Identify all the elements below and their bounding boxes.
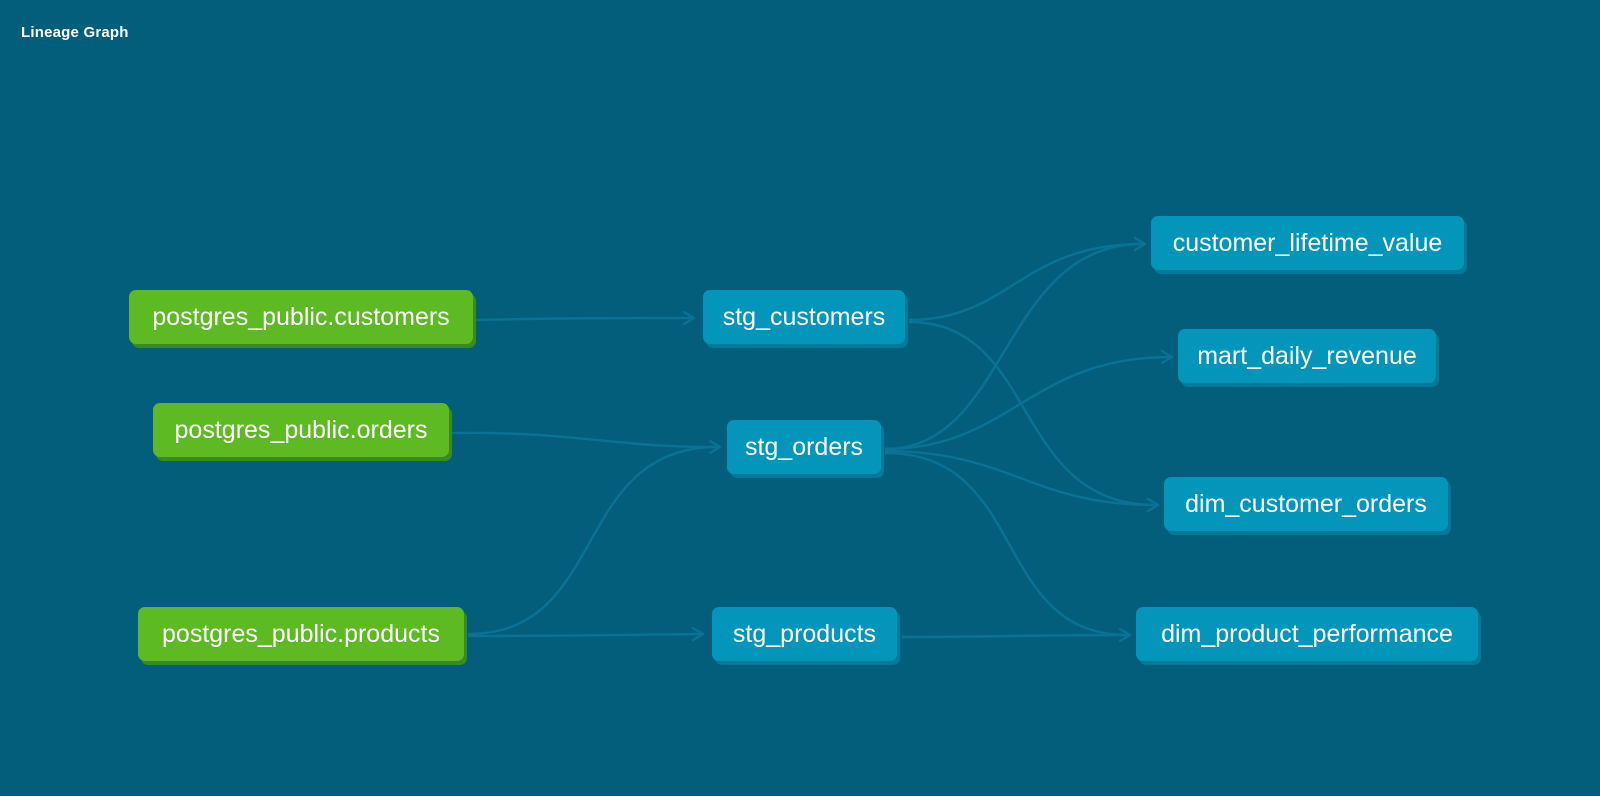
node-label: dim_customer_orders — [1185, 489, 1427, 518]
node-postgres-public-orders[interactable]: postgres_public.orders — [153, 403, 449, 457]
edge-src-products-stg-products — [467, 626, 705, 642]
node-mart-daily-revenue[interactable]: mart_daily_revenue — [1178, 329, 1436, 383]
edge-src-customers-stg-customers — [474, 310, 696, 326]
edge-stg-orders-mart-daily-revenue — [884, 349, 1174, 451]
node-label: stg_customers — [722, 302, 886, 331]
edge-src-products-stg-orders — [467, 445, 719, 636]
edge-stg-customers-customer-lifetime-value — [908, 236, 1147, 322]
node-label: postgres_public.customers — [152, 302, 450, 331]
node-stg-customers[interactable]: stg_customers — [703, 290, 905, 344]
node-stg-orders[interactable]: stg_orders — [727, 420, 881, 474]
node-postgres-public-products[interactable]: postgres_public.products — [138, 607, 464, 661]
edge-src-orders-stg-orders — [451, 431, 722, 455]
node-customer-lifetime-value[interactable]: customer_lifetime_value — [1151, 216, 1464, 270]
edge-stg-orders-customer-lifetime-value — [884, 242, 1144, 451]
node-dim-customer-orders[interactable]: dim_customer_orders — [1164, 477, 1448, 531]
edge-stg-orders-dim-customer-orders — [884, 449, 1160, 513]
node-postgres-public-customers[interactable]: postgres_public.customers — [129, 290, 473, 344]
node-label: customer_lifetime_value — [1172, 228, 1443, 257]
node-label: stg_orders — [744, 432, 864, 461]
node-dim-product-performance[interactable]: dim_product_performance — [1136, 607, 1478, 661]
edge-stg-customers-dim-customer-orders — [908, 320, 1157, 507]
node-stg-products[interactable]: stg_products — [712, 607, 897, 661]
graph-title: Lineage Graph — [21, 24, 129, 41]
node-label: dim_product_performance — [1161, 619, 1453, 648]
node-label: postgres_public.products — [162, 619, 440, 648]
node-label: stg_products — [732, 619, 877, 648]
node-label: mart_daily_revenue — [1197, 341, 1417, 370]
edge-stg-products-dim-product-performance — [901, 627, 1132, 643]
edge-stg-orders-dim-product-performance — [884, 451, 1129, 637]
node-label: postgres_public.orders — [174, 415, 428, 444]
